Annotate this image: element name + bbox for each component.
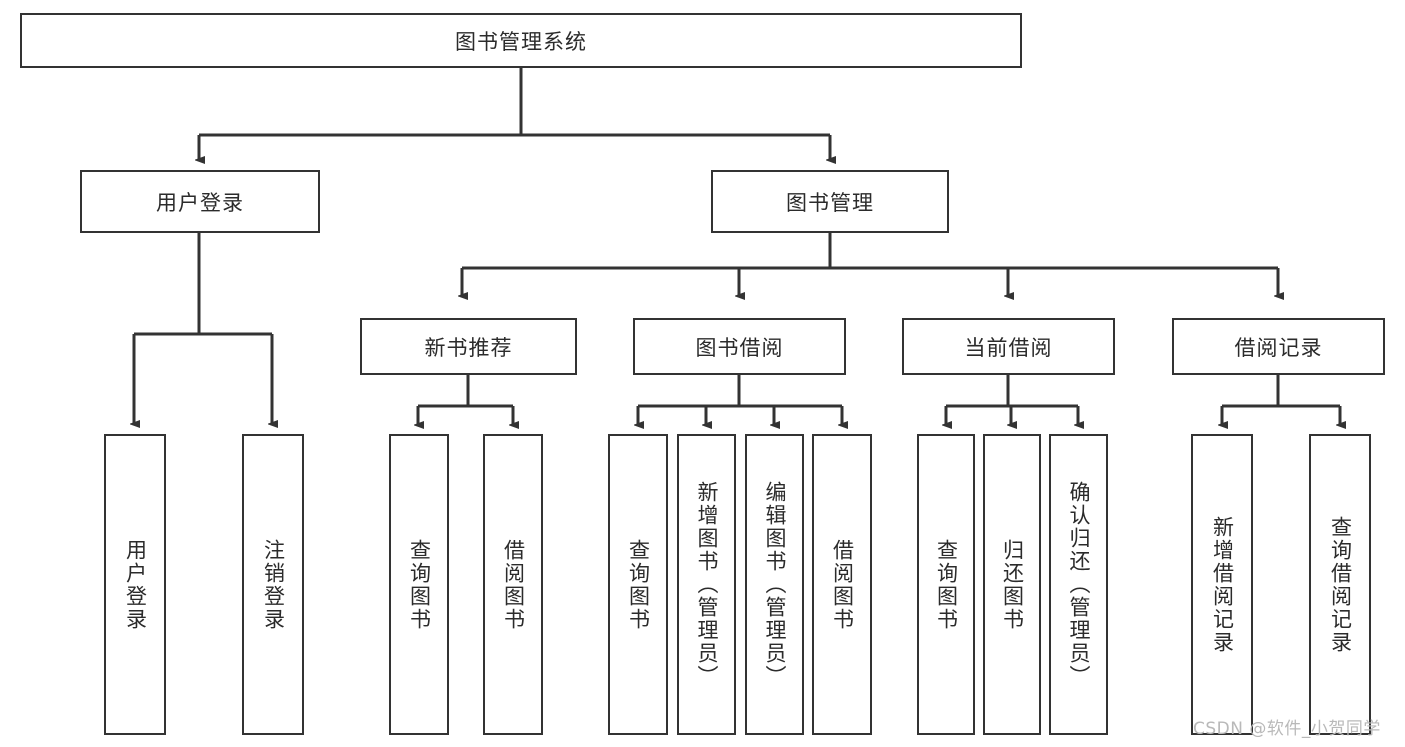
node-label: 新增图书（管理员） xyxy=(695,481,719,688)
node-user-login[interactable]: 用户登录 xyxy=(80,170,320,233)
node-new-book-recommend[interactable]: 新书推荐 xyxy=(360,318,577,375)
leaf-book-borrow-add-book[interactable]: 新增图书（管理员） xyxy=(677,434,736,735)
node-label: 查询借阅记录 xyxy=(1328,515,1353,654)
leaf-new-book-borrow-book[interactable]: 借阅图书 xyxy=(483,434,543,735)
node-label: 注销登录 xyxy=(261,538,286,631)
node-label: 查询图书 xyxy=(934,538,959,631)
node-root-system[interactable]: 图书管理系统 xyxy=(20,13,1022,68)
node-label: 查询图书 xyxy=(407,538,432,631)
leaf-book-borrow-edit-book[interactable]: 编辑图书（管理员） xyxy=(745,434,804,735)
node-label: 用户登录 xyxy=(156,190,244,215)
node-label: 新增借阅记录 xyxy=(1210,515,1235,654)
leaf-borrow-record-add-record[interactable]: 新增借阅记录 xyxy=(1191,434,1253,735)
leaf-current-borrow-confirm-return[interactable]: 确认归还（管理员） xyxy=(1049,434,1108,735)
node-label: 借阅图书 xyxy=(830,538,855,631)
leaf-current-borrow-query-book[interactable]: 查询图书 xyxy=(917,434,975,735)
watermark-text: CSDN @软件_小贺同学 xyxy=(1193,719,1381,739)
leaf-borrow-record-query-record[interactable]: 查询借阅记录 xyxy=(1309,434,1371,735)
leaf-new-book-query-book[interactable]: 查询图书 xyxy=(389,434,449,735)
node-label: 借阅记录 xyxy=(1234,335,1323,360)
node-book-borrow[interactable]: 图书借阅 xyxy=(633,318,846,375)
node-current-borrow[interactable]: 当前借阅 xyxy=(902,318,1115,375)
node-label: 编辑图书（管理员） xyxy=(763,481,787,688)
node-label: 归还图书 xyxy=(1000,538,1025,631)
leaf-current-borrow-return-book[interactable]: 归还图书 xyxy=(983,434,1041,735)
node-label: 图书管理系统 xyxy=(455,29,587,54)
node-label: 确认归还（管理员） xyxy=(1067,481,1091,688)
node-book-management[interactable]: 图书管理 xyxy=(711,170,949,233)
node-label: 用户登录 xyxy=(123,538,148,631)
leaf-user-login-login[interactable]: 用户登录 xyxy=(104,434,166,735)
node-label: 新书推荐 xyxy=(424,335,513,360)
node-label: 借阅图书 xyxy=(501,538,526,631)
node-label: 当前借阅 xyxy=(964,335,1053,360)
leaf-user-login-logout[interactable]: 注销登录 xyxy=(242,434,304,735)
leaf-book-borrow-query-book[interactable]: 查询图书 xyxy=(608,434,668,735)
leaf-book-borrow-borrow-book[interactable]: 借阅图书 xyxy=(812,434,872,735)
node-label: 查询图书 xyxy=(626,538,651,631)
node-label: 图书管理 xyxy=(786,190,874,215)
node-borrow-record[interactable]: 借阅记录 xyxy=(1172,318,1385,375)
node-label: 图书借阅 xyxy=(695,335,784,360)
